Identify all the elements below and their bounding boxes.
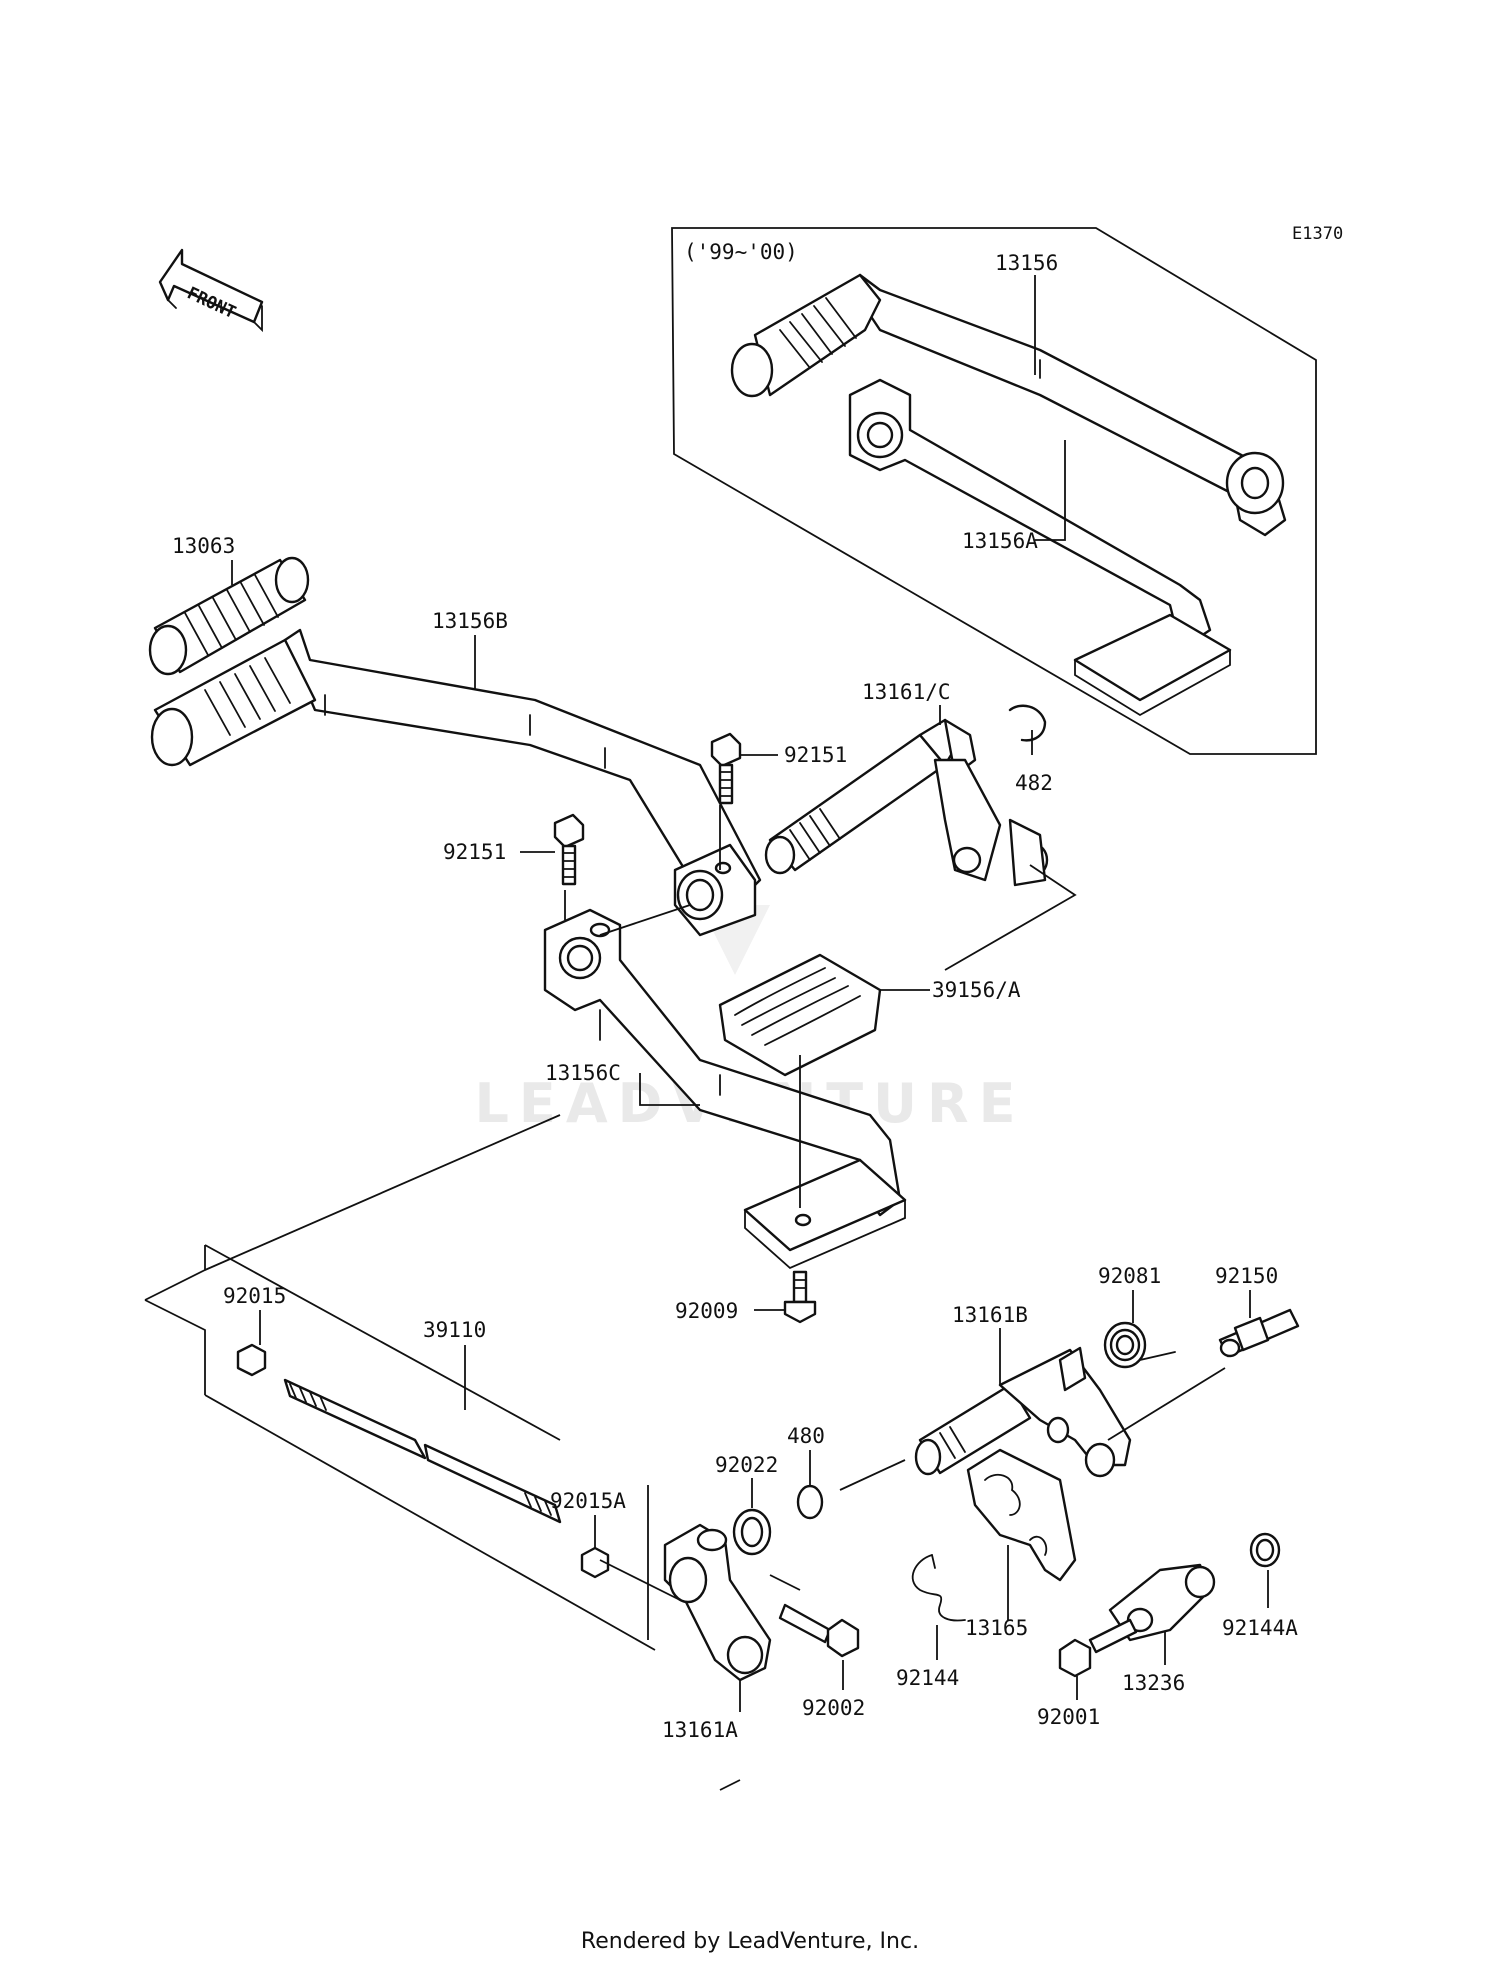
callout-39110[interactable]: 39110 [423, 1318, 486, 1342]
callout-13161B[interactable]: 13161B [952, 1303, 1028, 1327]
part-92151-bolt-upper [710, 732, 742, 805]
callout-13165[interactable]: 13165 [965, 1616, 1028, 1640]
part-13161C-shaft [764, 718, 1049, 887]
callout-13156C[interactable]: 13156C [545, 1061, 621, 1085]
callout-92002[interactable]: 92002 [802, 1696, 865, 1720]
part-482-e-clip [1008, 704, 1047, 742]
part-92150-bolt [1218, 1308, 1300, 1358]
callout-92081[interactable]: 92081 [1098, 1264, 1161, 1288]
part-92144-spring [911, 1554, 966, 1622]
part-13161B-shaft [914, 1346, 1132, 1478]
part-92002-bolt [778, 1603, 860, 1658]
part-92081-spring [1103, 1321, 1176, 1369]
inset-box [671, 227, 1317, 755]
part-39110-tie-rod [283, 1378, 562, 1524]
callout-92015A[interactable]: 92015A [550, 1489, 626, 1513]
callout-13063[interactable]: 13063 [172, 534, 235, 558]
footer-credit: Rendered by LeadVenture, Inc. [581, 1929, 919, 1954]
part-13236-arm [1108, 1563, 1216, 1642]
callout-13161C[interactable]: 13161/C [862, 680, 951, 704]
part-13156-shift-lever [730, 273, 1287, 537]
inset-year-range: ('99~'00) [684, 240, 798, 264]
callout-92150[interactable]: 92150 [1215, 1264, 1278, 1288]
callout-480[interactable]: 480 [787, 1424, 825, 1448]
part-92144A-spring [1249, 1532, 1281, 1568]
diagram-code: E1370 [1292, 224, 1343, 244]
part-480-circlip [796, 1484, 824, 1520]
callout-92144[interactable]: 92144 [896, 1666, 959, 1690]
part-92001-bolt [1058, 1618, 1138, 1678]
part-39156A-pedal-pad [718, 953, 882, 1077]
assembly-reference-lines [144, 805, 1226, 1791]
callout-92001[interactable]: 92001 [1037, 1705, 1100, 1729]
callout-13156[interactable]: 13156 [995, 251, 1058, 275]
callout-39156A[interactable]: 39156/A [932, 978, 1021, 1002]
callout-13236[interactable]: 13236 [1122, 1671, 1185, 1695]
part-92022-washer [732, 1508, 772, 1556]
front-arrow-icon [158, 248, 264, 333]
callout-92022[interactable]: 92022 [715, 1453, 778, 1477]
callout-13156A[interactable]: 13156A [962, 529, 1038, 553]
callout-92144A[interactable]: 92144A [1222, 1616, 1298, 1640]
callout-leaders [231, 275, 1269, 1712]
callout-13156B[interactable]: 13156B [432, 609, 508, 633]
callout-92151-lower[interactable]: 92151 [443, 840, 506, 864]
callout-482[interactable]: 482 [1015, 771, 1053, 795]
part-13156B-shift-lever [150, 628, 762, 937]
part-13156A-brake-pedal [848, 378, 1232, 717]
part-92015-nut [236, 1343, 267, 1377]
part-13156C-brake-lever [543, 908, 907, 1270]
part-13165-plate [966, 1448, 1077, 1582]
part-13063-grip-rubber [148, 556, 310, 676]
part-13161A-arm [663, 1523, 772, 1682]
part-92009-screw [783, 1270, 817, 1324]
callout-13161A[interactable]: 13161A [662, 1718, 738, 1742]
part-92151-bolt-lower [553, 813, 585, 886]
callout-92015[interactable]: 92015 [223, 1284, 286, 1308]
callout-92009[interactable]: 92009 [675, 1299, 738, 1323]
callout-92151-upper[interactable]: 92151 [784, 743, 847, 767]
